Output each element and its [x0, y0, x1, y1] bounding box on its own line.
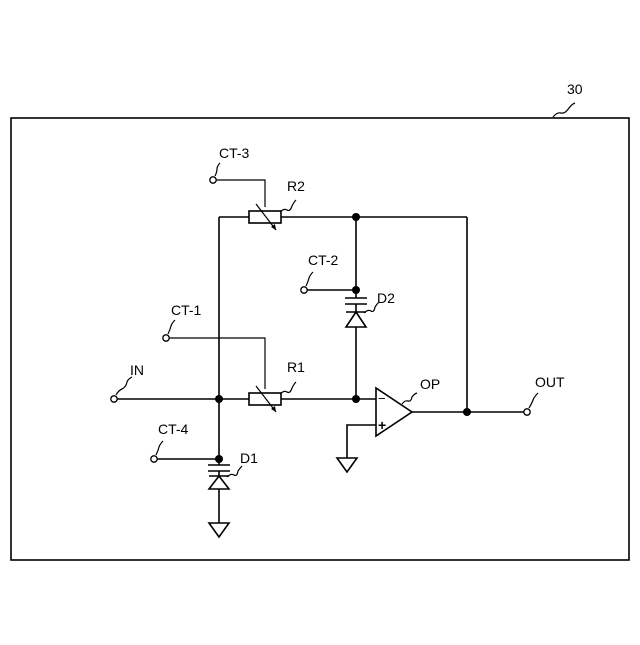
wire-opamp-ground — [347, 425, 376, 458]
junction-input-left — [215, 395, 223, 403]
terminal-ct2 — [301, 287, 307, 293]
r1-variable-resistor — [249, 386, 281, 412]
junction-ct4 — [215, 455, 223, 463]
terminal-ct3 — [210, 177, 216, 183]
op-leader — [402, 393, 417, 404]
junction-input-right — [352, 395, 360, 403]
wire-ct3-control — [215, 180, 265, 207]
junction-output — [463, 408, 471, 416]
ground-d1-icon — [209, 523, 229, 537]
op-label: OP — [420, 376, 440, 392]
ct1-label: CT-1 — [171, 302, 202, 318]
wire-ct1-control — [168, 338, 265, 389]
r2-variable-resistor — [249, 204, 281, 230]
ct4-label: CT-4 — [158, 421, 189, 437]
op-minus-sign: − — [378, 391, 386, 406]
d1-varactor-diode — [208, 459, 230, 489]
ct4-leader — [156, 441, 163, 455]
terminal-in — [111, 396, 117, 402]
ct3-leader — [215, 163, 220, 176]
r2-label: R2 — [287, 178, 305, 194]
junction-top-right — [352, 213, 360, 221]
figure-ref-label: 30 — [567, 81, 583, 97]
junction-ct2 — [352, 286, 360, 294]
r1-leader — [280, 382, 296, 394]
figure-ref-leader — [553, 103, 575, 117]
r2-leader — [280, 200, 296, 212]
terminal-ct4 — [151, 456, 157, 462]
op-plus-sign: + — [378, 417, 386, 433]
terminal-ct1 — [163, 335, 169, 341]
ct3-label: CT-3 — [219, 145, 250, 161]
d1-label: D1 — [240, 450, 258, 466]
in-label: IN — [130, 362, 144, 378]
terminal-out — [524, 409, 530, 415]
d2-label: D2 — [377, 290, 395, 306]
ground-opamp-icon — [337, 458, 357, 472]
figure-frame — [11, 118, 629, 560]
out-label: OUT — [535, 374, 565, 390]
r1-label: R1 — [287, 359, 305, 375]
out-leader — [529, 393, 538, 408]
ct2-leader — [306, 272, 313, 286]
ct1-leader — [168, 320, 175, 334]
ct2-label: CT-2 — [308, 252, 339, 268]
in-leader — [116, 377, 132, 395]
